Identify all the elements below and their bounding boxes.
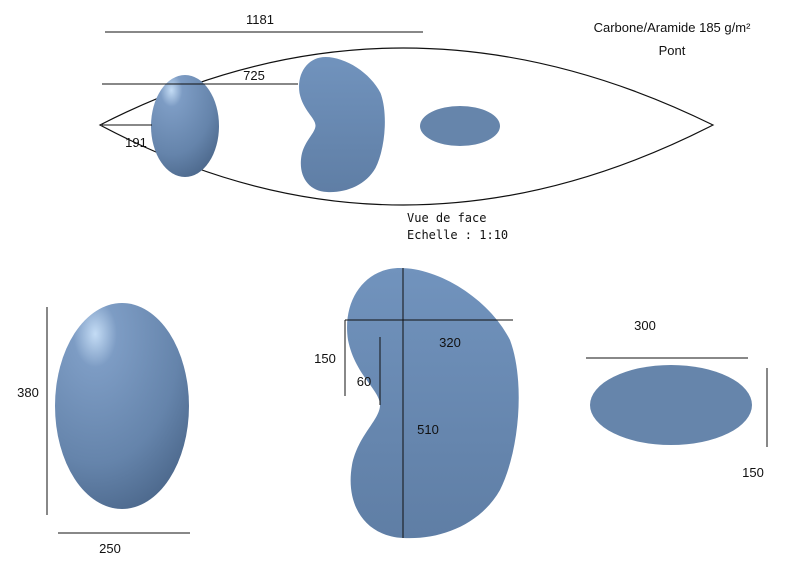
view-scale: Echelle : 1:10 <box>407 228 508 242</box>
dim-kidney-lobe: 150 <box>314 351 336 366</box>
part-label: Pont <box>659 43 686 58</box>
top-small-ellipse-pad <box>420 106 500 146</box>
detail-large-ellipse <box>55 303 189 509</box>
dim-kidney-notch: 60 <box>357 374 371 389</box>
dim-small-height: 150 <box>742 465 764 480</box>
detail-small-ellipse <box>590 365 752 445</box>
dim-length: 1181 <box>246 12 274 27</box>
dim-small-width: 300 <box>634 318 656 333</box>
dim-ellipse-width: 250 <box>99 541 121 556</box>
dim-kidney-width: 320 <box>439 335 461 350</box>
dim-ellipse-offset: 191 <box>125 135 147 150</box>
board-outline <box>98 47 715 206</box>
detail-kidney <box>347 268 519 539</box>
view-title: Vue de face <box>407 211 486 225</box>
dim-kidney-offset: 725 <box>243 68 265 83</box>
dim-kidney-height: 510 <box>417 422 439 437</box>
material-label: Carbone/Aramide 185 g/m² <box>594 20 751 35</box>
top-ellipse-pad <box>151 75 219 177</box>
dim-ellipse-height: 380 <box>17 385 39 400</box>
top-kidney-pad <box>299 57 385 193</box>
